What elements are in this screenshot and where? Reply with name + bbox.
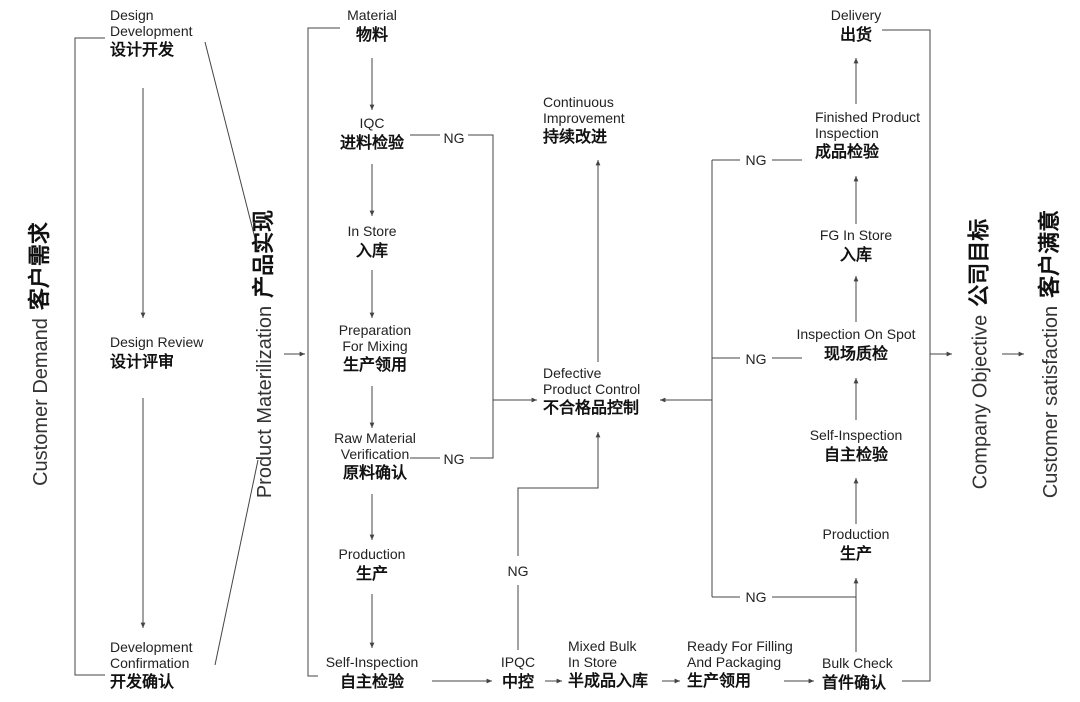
customer-satisfaction-label: Customer satisfaction客户满意 <box>1037 209 1063 499</box>
customer-demand-label: Customer Demand客户需求 <box>26 222 52 486</box>
ng-label-spot: NG <box>743 351 769 367</box>
ng-label-raw: NG <box>441 451 467 467</box>
ng-label-production: NG <box>743 589 769 605</box>
ng-label-finished: NG <box>743 152 769 168</box>
ng-label-iqc: NG <box>441 130 467 146</box>
company-objective-label: Company Objective公司目标 <box>965 218 991 490</box>
product-materialization-label: Product Materilization产品实现 <box>251 209 277 499</box>
ng-label-ipqc: NG <box>505 563 531 579</box>
